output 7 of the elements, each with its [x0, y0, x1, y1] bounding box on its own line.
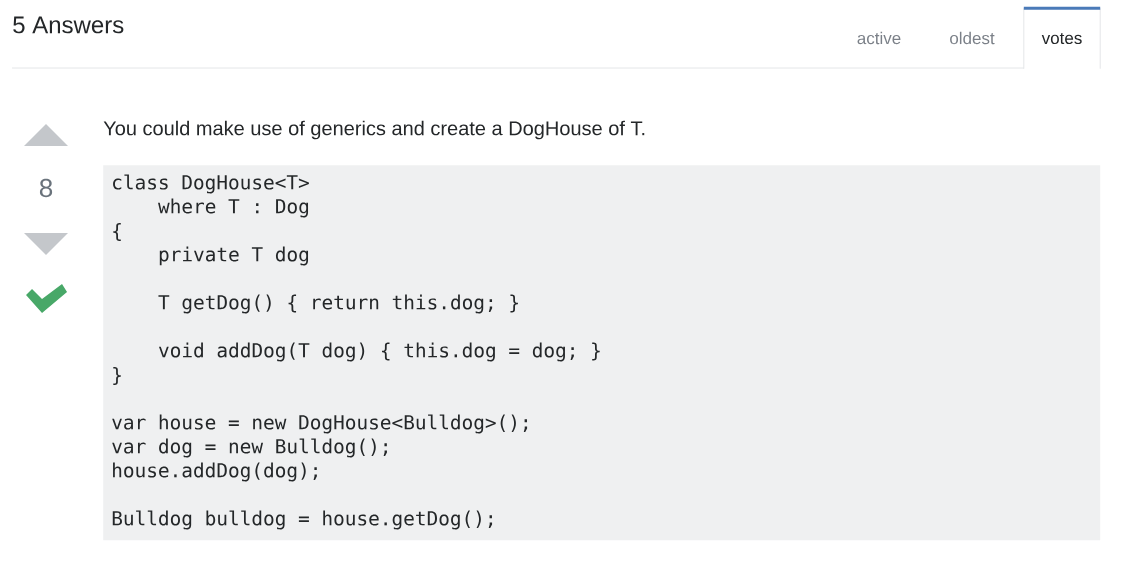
code-block: class DogHouse<T> where T : Dog { private T dog T getDog() { return this.dog; } void addDog(T dog) { this.dog = dog; } } var house = new DogHouse<Bulldog>(); var dog = new Bulldog(); house.addDog(dog); Bulldog bulldog = house.getDog(); [103, 165, 1101, 541]
vote-count: 8 [39, 178, 53, 198]
heading: 5 Answers [13, 16, 124, 34]
tab-link: oldest [950, 31, 995, 45]
answer-text: You could make use of generics and create a DogHouse of T. [103, 120, 645, 140]
selected-tab: votes [1023, 6, 1101, 70]
tab-link: active [857, 31, 901, 45]
